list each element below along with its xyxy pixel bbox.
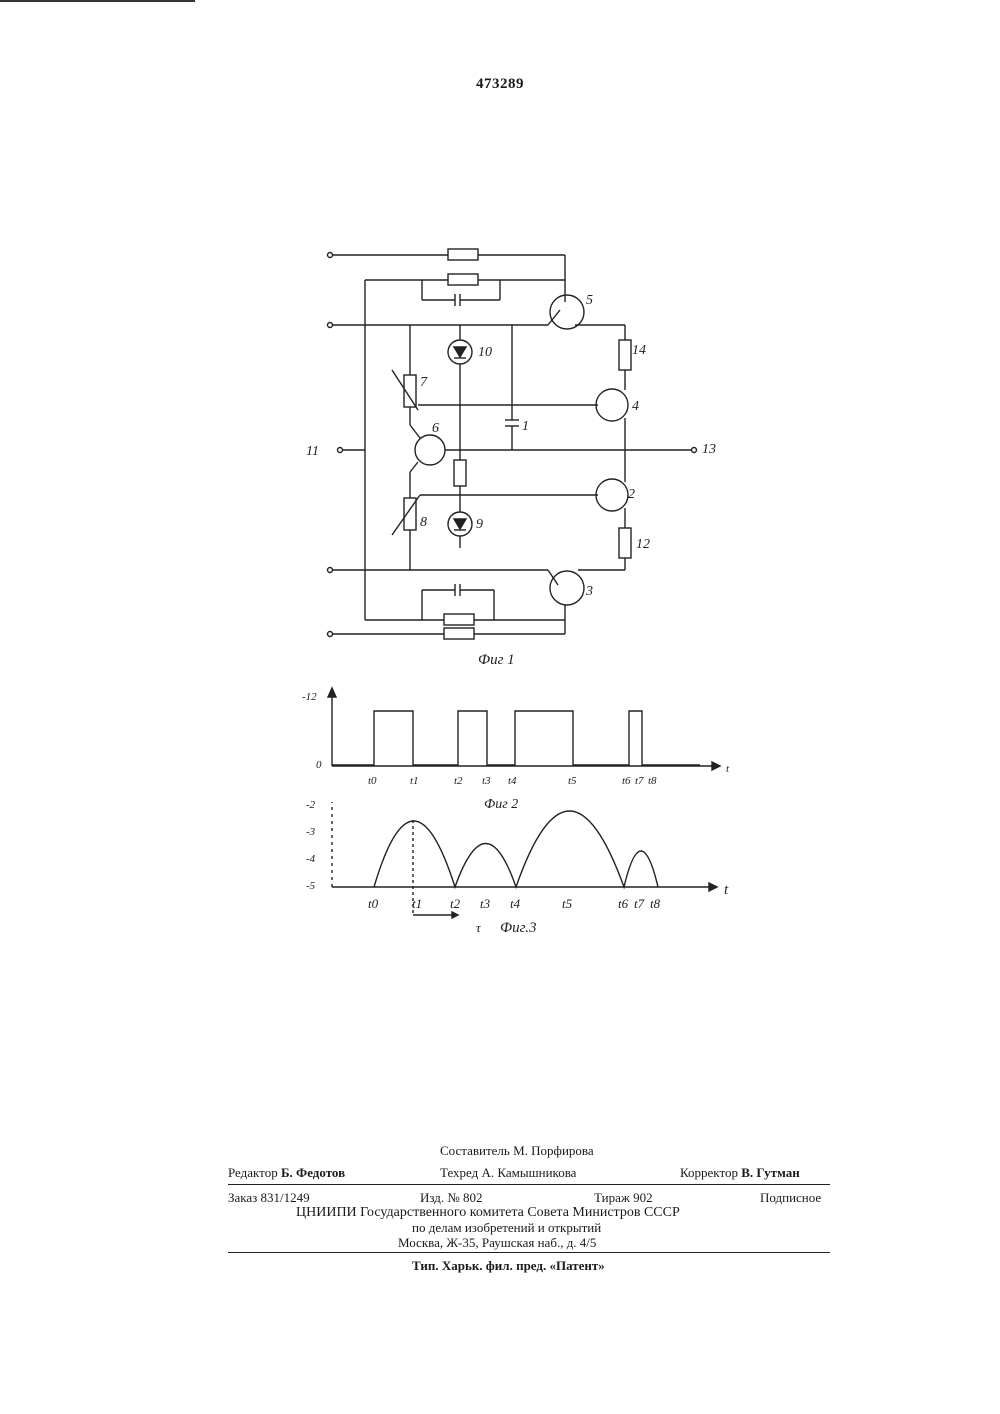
corrector-label: Корректор	[680, 1165, 738, 1180]
techred-label: Техред	[440, 1165, 478, 1180]
arc-waveform	[374, 811, 658, 887]
fig3-t5: t5	[562, 896, 573, 911]
org-line-2: по делам изобретений и открытий	[412, 1220, 601, 1236]
editor-label: Редактор	[228, 1165, 278, 1180]
fig3-t1: t1	[412, 896, 422, 911]
fig3-t0: t0	[368, 896, 379, 911]
fig3-ytick--5: -5	[306, 880, 316, 892]
editor-name: Б. Федотов	[281, 1165, 345, 1180]
order-number: Заказ 831/1249	[228, 1190, 310, 1206]
imprint-rule-bottom	[228, 1252, 830, 1253]
edition-number: Изд. № 802	[420, 1190, 483, 1206]
fig3-ytick--2: -2	[306, 799, 316, 811]
org-line-1: ЦНИИПИ Государственного комитета Совета …	[296, 1205, 680, 1221]
fig3-xaxis-label: t	[724, 882, 729, 898]
fig3-ytick--3: -3	[306, 826, 316, 838]
fig3-t7: t7	[634, 896, 645, 911]
corrector-name: В. Гутман	[741, 1165, 800, 1180]
fig3-t6: t6	[618, 896, 629, 911]
techred-name: А. Камышникова	[482, 1165, 577, 1180]
fig3-t8: t8	[650, 896, 661, 911]
address-line: Москва, Ж-35, Раушская наб., д. 4/5	[398, 1235, 596, 1251]
techred-line: Техред А. Камышникова	[440, 1165, 576, 1181]
compiler-line: Составитель М. Порфирова	[440, 1143, 594, 1159]
fig3-caption: Фиг.3	[500, 920, 536, 936]
editor-line: Редактор Б. Федотов	[228, 1165, 345, 1181]
printer-line: Тип. Харьк. фил. пред. «Патент»	[412, 1258, 605, 1274]
circulation: Тираж 902	[594, 1190, 653, 1206]
imprint-rule-top	[228, 1184, 830, 1185]
fig3-t2: t2	[450, 896, 461, 911]
fig3-t3: t3	[480, 896, 491, 911]
fig3-tau: τ	[476, 920, 482, 935]
corrector-line: Корректор В. Гутман	[680, 1165, 800, 1181]
subscription: Подписное	[760, 1190, 821, 1206]
fig3-ytick--4: -4	[306, 853, 316, 865]
fig3-t4: t4	[510, 896, 521, 911]
